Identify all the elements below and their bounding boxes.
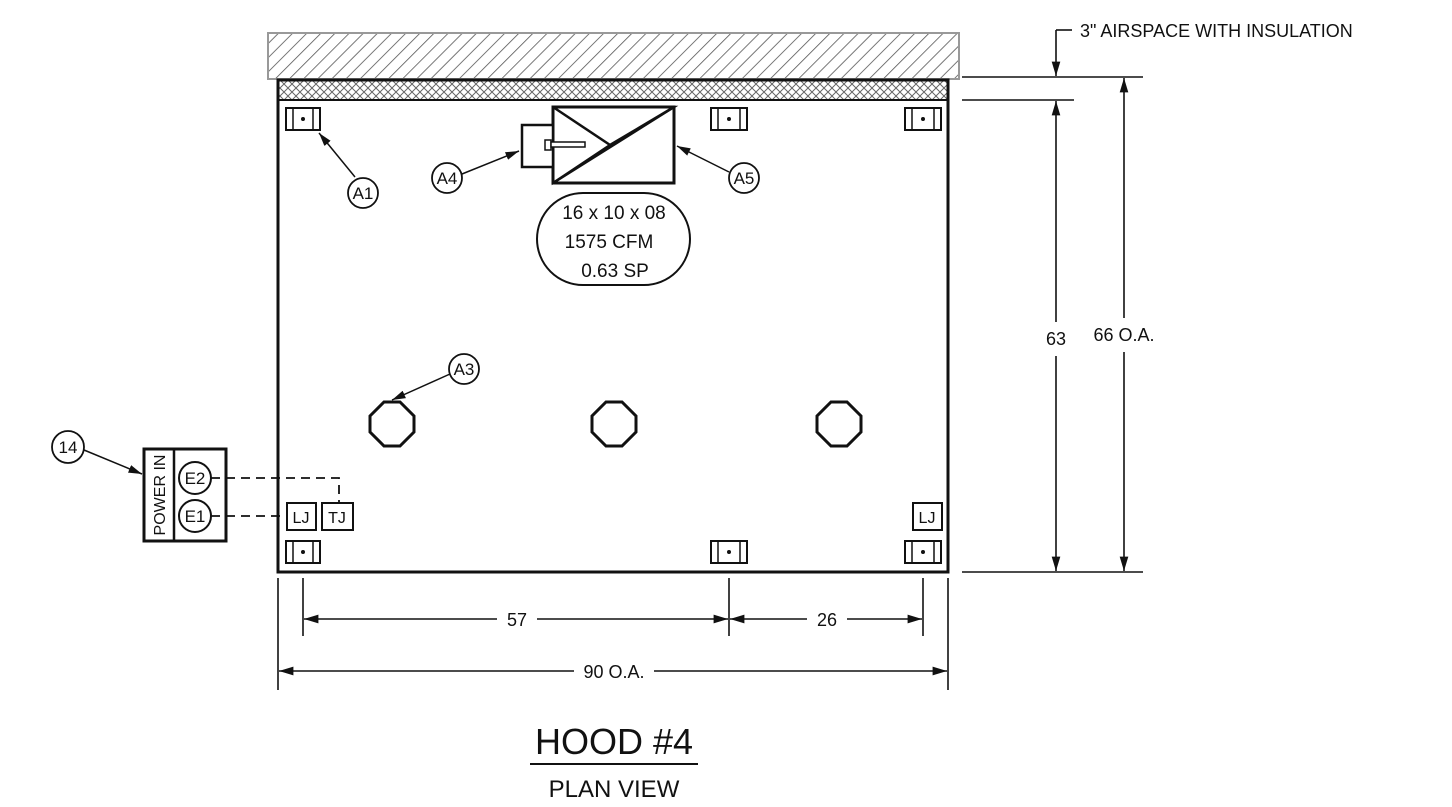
airspace-note: 3" AIRSPACE WITH INSULATION: [1080, 21, 1353, 41]
tj-text: TJ: [328, 510, 346, 527]
junction-box-tj: [321, 502, 354, 531]
wall-hatch: [267, 32, 960, 80]
fan-cfm-text: 1575 CFM: [565, 232, 654, 253]
dim-90-text: 90 O.A.: [583, 662, 644, 682]
dim-26-text: 26: [817, 610, 837, 630]
power-in-label: POWER IN: [152, 455, 169, 536]
lj-right-text: LJ: [919, 510, 936, 527]
insulation-strip: [277, 79, 949, 101]
dim-66-text: 66 O.A.: [1093, 325, 1154, 345]
lj-left-text: LJ: [293, 510, 310, 527]
fan-label-capsule: [536, 192, 691, 286]
callout-a3: [448, 353, 480, 385]
callout-a3-text: A3: [454, 360, 475, 379]
callout-e1-text: E1: [185, 507, 206, 526]
hood-outline: [276, 78, 950, 574]
callout-14: [51, 430, 85, 464]
fan-size-text: 16 x 10 x 08: [562, 203, 666, 224]
fire-damper: [520, 123, 586, 169]
callout-a5-text: A5: [734, 169, 755, 188]
callout-a4-text: A4: [437, 169, 458, 188]
callout-a1: [347, 177, 379, 209]
junction-box-lj-left: [286, 502, 317, 531]
callout-a4: [431, 162, 463, 194]
hanger-bottom-right: [904, 540, 942, 564]
light-fixture-left: [368, 400, 416, 448]
light-fixture-center: [590, 400, 638, 448]
drawing-title: HOOD #4: [535, 721, 693, 762]
hanger-top-left: [285, 107, 321, 131]
light-fixture-right: [815, 400, 863, 448]
callout-14-text: 14: [59, 438, 78, 457]
drawing-subtitle: PLAN VIEW: [549, 776, 680, 803]
hanger-top-right: [904, 107, 942, 131]
hanger-bottom-middle: [710, 540, 748, 564]
hanger-top-middle: [710, 107, 748, 131]
wire-e2-to-tj: [211, 477, 340, 503]
airspace-leader: [1051, 29, 1072, 76]
callout-a1-text: A1: [353, 184, 374, 203]
dim-63-text: 63: [1046, 329, 1066, 349]
callout-e2-text: E2: [185, 469, 206, 488]
hanger-bottom-left: [285, 540, 321, 564]
callout-a5: [728, 162, 760, 194]
dim-57-text: 57: [507, 610, 527, 630]
fan-sp-text: 0.63 SP: [581, 261, 649, 282]
junction-box-lj-right: [912, 502, 943, 531]
